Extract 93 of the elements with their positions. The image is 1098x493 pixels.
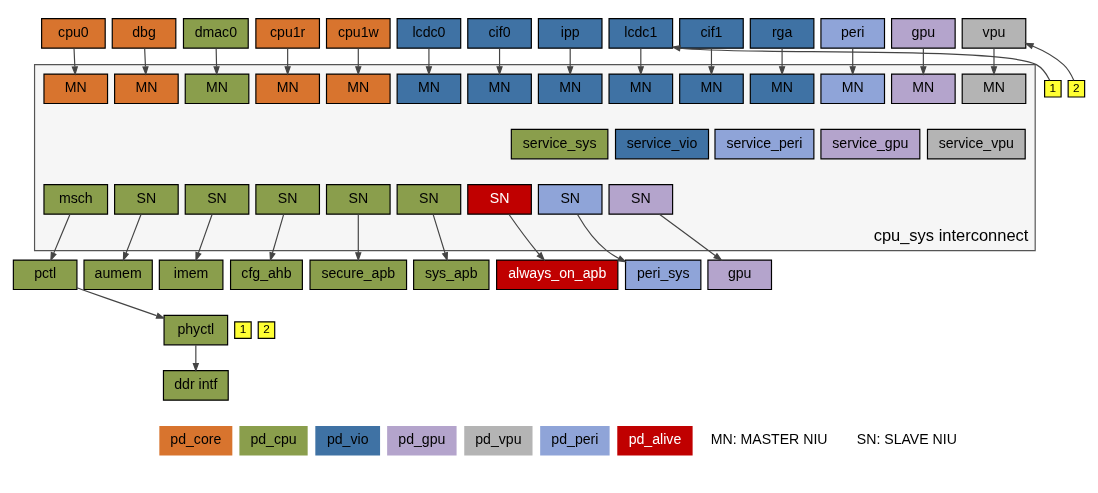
arrow xyxy=(195,213,213,262)
node-box: peri_sys xyxy=(624,259,702,291)
node-box: MN xyxy=(325,73,391,105)
arrow xyxy=(496,47,503,76)
arrow xyxy=(637,47,645,76)
legend-label: pd_vpu xyxy=(475,431,522,448)
node-box: SN xyxy=(396,184,462,215)
node-box: aumem xyxy=(83,259,153,291)
arrow xyxy=(142,47,149,76)
arrow xyxy=(576,213,627,263)
arrow xyxy=(355,47,362,76)
node-box: MN xyxy=(467,73,532,105)
arrow xyxy=(355,213,362,262)
node-box: MN xyxy=(255,73,321,105)
legend-label: pd_peri xyxy=(551,431,599,448)
node-box: pctl xyxy=(12,259,78,291)
node-box: cif0 xyxy=(467,18,532,49)
node-box: sys_apb xyxy=(413,259,490,291)
node-box: service_vpu xyxy=(926,128,1026,160)
node-box: ddr intf xyxy=(162,370,229,401)
node-box: cpu1w xyxy=(325,18,391,49)
arrow xyxy=(778,47,786,76)
arrow xyxy=(284,47,291,76)
node-box: secure_apb xyxy=(309,259,408,291)
arrow xyxy=(432,213,448,262)
node-box: gpu xyxy=(707,259,773,291)
node-box: MN xyxy=(114,73,179,105)
node-box: cpu1r xyxy=(255,18,321,49)
node-box: always_on_apb xyxy=(496,259,619,291)
label: SN: SLAVE NIU xyxy=(856,431,957,448)
node-box: gpu xyxy=(891,18,956,49)
legend-label: pd_alive xyxy=(628,431,682,448)
node-box: MN xyxy=(961,73,1027,105)
node-box: service_peri xyxy=(714,128,815,160)
arrow xyxy=(990,47,998,76)
node-box: MN xyxy=(820,73,886,105)
arrow xyxy=(50,213,71,262)
node-box: service_sys xyxy=(510,128,609,160)
legend-label: pd_gpu xyxy=(398,431,446,448)
node-box: MN xyxy=(891,73,956,105)
node-box: SN xyxy=(325,184,391,215)
node-box: cpu0 xyxy=(41,18,106,49)
node-box: MN xyxy=(43,73,109,105)
node-box: MN xyxy=(749,73,815,105)
node-box: peri xyxy=(820,18,886,49)
legend-label: pd_cpu xyxy=(250,431,297,448)
arrow xyxy=(122,213,142,262)
arrow xyxy=(192,344,200,373)
node-box: rga xyxy=(749,18,815,49)
node-box: dmac0 xyxy=(182,18,249,49)
arrow xyxy=(566,47,574,76)
arrow xyxy=(671,45,1051,81)
arrow xyxy=(508,213,546,262)
node-box: 2 xyxy=(257,321,276,339)
node-box: cfg_ahb xyxy=(229,259,303,291)
node-box: service_gpu xyxy=(820,128,921,160)
node-box: SN xyxy=(537,184,603,215)
node-box: SN xyxy=(184,184,250,215)
node-box: 1 xyxy=(1044,79,1062,98)
node-box: phyctl xyxy=(163,314,229,346)
node-box: lcdc0 xyxy=(396,18,462,49)
node-box: SN xyxy=(114,184,179,215)
node-box: ipp xyxy=(537,18,603,49)
node-box: MN xyxy=(537,73,603,105)
node-box: MN xyxy=(679,73,744,105)
node-box: lcdc1 xyxy=(608,18,674,49)
arrow xyxy=(849,47,857,76)
node-box: 2 xyxy=(1067,79,1086,98)
node-box: MN xyxy=(608,73,674,105)
arrow xyxy=(71,47,79,76)
legend-label: pd_vio xyxy=(326,431,369,448)
node-box: dbg xyxy=(111,18,177,49)
node-box: service_vio xyxy=(614,128,710,160)
arrow xyxy=(425,47,433,76)
node-box: cif1 xyxy=(679,18,744,49)
arrow xyxy=(213,47,220,76)
arrow xyxy=(920,47,927,76)
arrow xyxy=(1024,42,1075,81)
node-box: msch xyxy=(43,184,109,215)
node-box: MN xyxy=(184,73,250,105)
arrow xyxy=(76,287,166,319)
node-box: MN xyxy=(396,73,462,105)
node-box: 1 xyxy=(234,321,252,339)
arrow xyxy=(708,47,715,76)
arrow xyxy=(269,213,285,262)
legend-label: pd_core xyxy=(170,431,222,448)
node-box: SN xyxy=(255,184,321,215)
node-box: SN xyxy=(608,184,674,215)
node-box: SN xyxy=(467,184,532,215)
arrow xyxy=(658,213,723,261)
node-box: vpu xyxy=(961,18,1027,49)
label: MN: MASTER NIU xyxy=(710,431,828,448)
node-box: imem xyxy=(158,259,224,291)
